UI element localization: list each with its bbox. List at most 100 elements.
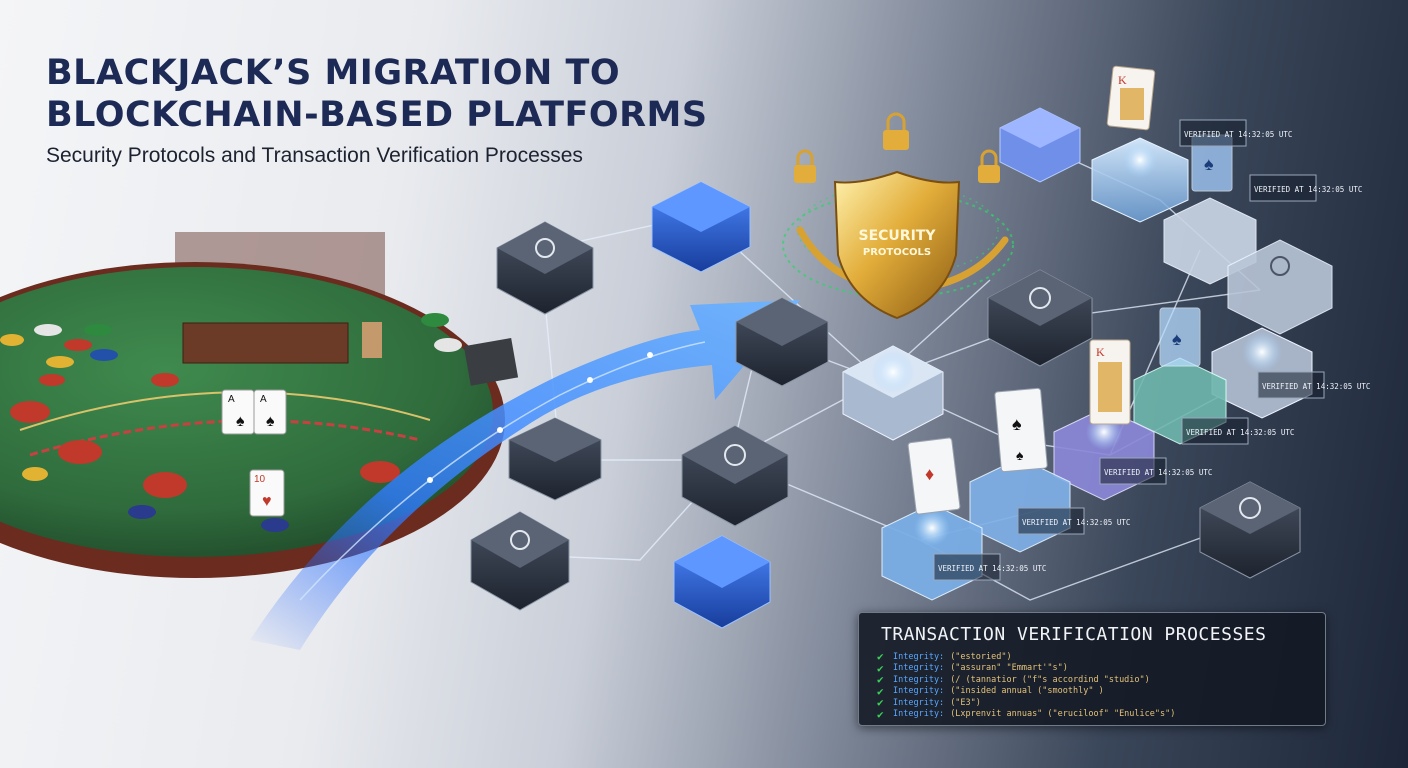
chain-card-rank: K bbox=[1118, 73, 1127, 87]
svg-text:♠: ♠ bbox=[1172, 329, 1182, 349]
padlock-icon bbox=[978, 149, 1000, 183]
chain-card-rank: K bbox=[1096, 345, 1105, 359]
verified-tag: VERIFIED AT 14:32:05 UTC bbox=[1249, 174, 1362, 202]
log-value: (/ (tannatior ("f"s accordind "studio") bbox=[950, 674, 1150, 685]
verified-tag-text: VERIFIED AT 14:32:05 UTC bbox=[1186, 428, 1294, 437]
log-key: Integrity: bbox=[893, 674, 945, 685]
table-card: A ♠ bbox=[221, 389, 255, 435]
verified-tag-text: VERIFIED AT 14:32:05 UTC bbox=[1254, 185, 1362, 194]
page-subtitle: Security Protocols and Transaction Verif… bbox=[46, 144, 583, 167]
blockchain-node-block bbox=[681, 425, 789, 527]
bet-spot bbox=[143, 472, 187, 498]
svg-text:♠: ♠ bbox=[1016, 447, 1024, 463]
padlock-icon bbox=[883, 112, 909, 150]
transaction-verification-panel: TRANSACTION VERIFICATION PROCESSES ✔ Int… bbox=[858, 612, 1326, 726]
verified-tag-text: VERIFIED AT 14:32:05 UTC bbox=[938, 564, 1046, 573]
page-title-line-2: BLOCKCHAIN-BASED PLATFORMS bbox=[46, 95, 708, 135]
verified-tag-text: VERIFIED AT 14:32:05 UTC bbox=[1262, 382, 1370, 391]
blockchain-node-block bbox=[508, 417, 602, 501]
blockchain-node-block bbox=[1199, 481, 1301, 579]
log-value: ("assuran" "Emmart'"s") bbox=[950, 663, 1068, 674]
chip-stack bbox=[0, 313, 462, 532]
blockchain-node-block bbox=[999, 107, 1081, 183]
checkmark-icon: ✔ bbox=[877, 707, 884, 721]
verified-tag-text: VERIFIED AT 14:32:05 UTC bbox=[1184, 130, 1292, 139]
blockchain-node-block bbox=[1091, 137, 1189, 223]
log-key: Integrity: bbox=[893, 697, 945, 708]
card-shoe bbox=[362, 322, 382, 358]
shield-label-line-1: SECURITY bbox=[859, 228, 937, 244]
blockchain-node-block bbox=[987, 269, 1093, 367]
verification-log: ✔ Integrity: ("estoried") ✔ Integrity: (… bbox=[877, 650, 1176, 721]
chain-card-king: K bbox=[1089, 339, 1131, 425]
verified-tag: VERIFIED AT 14:32:05 UTC bbox=[1179, 119, 1292, 147]
chip-tray bbox=[182, 322, 349, 364]
verified-tags: VERIFIED AT 14:32:05 UTC VERIFIED AT 14:… bbox=[933, 119, 1370, 581]
blockchain-node-block bbox=[470, 511, 570, 611]
svg-text:♠: ♠ bbox=[1012, 414, 1022, 434]
log-line: ✔ Integrity: ("assuran" "Emmart'"s") bbox=[877, 661, 1175, 675]
bet-spot bbox=[360, 461, 400, 483]
blockchain-node-block bbox=[735, 297, 829, 387]
verified-tag: VERIFIED AT 14:32:05 UTC bbox=[1257, 371, 1370, 399]
blockchain-node-block bbox=[673, 535, 771, 629]
verified-tag: VERIFIED AT 14:32:05 UTC bbox=[933, 553, 1046, 581]
svg-text:♠: ♠ bbox=[236, 413, 245, 430]
verified-tag: VERIFIED AT 14:32:05 UTC bbox=[1017, 507, 1130, 535]
blockchain-node-block bbox=[651, 181, 751, 273]
verified-tag: VERIFIED AT 14:32:05 UTC bbox=[1099, 457, 1212, 485]
log-key: Integrity: bbox=[893, 686, 945, 697]
chain-card-king: K bbox=[1106, 65, 1156, 131]
svg-text:♠: ♠ bbox=[1204, 154, 1214, 174]
table-card: A ♠ bbox=[253, 389, 287, 435]
chain-card: ♦ bbox=[907, 437, 961, 515]
verified-tag: VERIFIED AT 14:32:05 UTC bbox=[1181, 417, 1294, 445]
blockchain-node-block bbox=[1227, 239, 1333, 335]
chain-playing-cards: K ♠ ♠ K ♠ ♠ ♦ bbox=[907, 65, 1233, 515]
checkmark-icon: ✔ bbox=[877, 661, 884, 675]
log-line: ✔ Integrity: (/ (tannatior ("f"s accordi… bbox=[877, 673, 1175, 687]
log-key: Integrity: bbox=[893, 709, 945, 720]
log-value: ("E3") bbox=[950, 697, 981, 708]
log-key: Integrity: bbox=[893, 651, 945, 662]
svg-text:♥: ♥ bbox=[262, 493, 272, 510]
blockchain-node-block bbox=[881, 503, 983, 601]
log-value: (Lxprenvit annuas" ("eruciloof" "Enulice… bbox=[950, 709, 1176, 720]
table-card: 10 ♥ bbox=[249, 469, 285, 517]
panel-title: TRANSACTION VERIFICATION PROCESSES bbox=[881, 624, 1267, 645]
headline: BLACKJACK’S MIGRATION TO BLOCKCHAIN-BASE… bbox=[46, 52, 806, 168]
shield-label-line-2: PROTOCOLS bbox=[863, 247, 931, 258]
blockchain-node-block bbox=[496, 221, 594, 315]
svg-text:♠: ♠ bbox=[266, 413, 275, 430]
blockchain-node-block bbox=[842, 345, 944, 441]
log-line: ✔ Integrity: ("estoried") bbox=[877, 650, 1175, 664]
verified-tag-text: VERIFIED AT 14:32:05 UTC bbox=[1104, 468, 1212, 477]
table-card-rank: A bbox=[228, 394, 235, 405]
blackjack-table: A ♠ A ♠ 10 ♥ bbox=[0, 232, 519, 578]
log-line: ✔ Integrity: ("E3") bbox=[877, 696, 1175, 710]
padlock-icon bbox=[794, 149, 816, 183]
bet-spot bbox=[10, 401, 50, 423]
checkmark-icon: ✔ bbox=[877, 650, 884, 664]
log-line: ✔ Integrity: ("insided annual ("smoothly… bbox=[877, 684, 1175, 698]
checkmark-icon: ✔ bbox=[877, 684, 884, 698]
verified-tag-text: VERIFIED AT 14:32:05 UTC bbox=[1022, 518, 1130, 527]
bet-spot bbox=[58, 440, 102, 464]
table-card-rank: A bbox=[260, 394, 267, 405]
table-card-rank: 10 bbox=[254, 474, 266, 485]
discard-tray bbox=[463, 337, 519, 386]
svg-text:♦: ♦ bbox=[925, 464, 934, 484]
security-shield: SECURITY PROTOCOLS bbox=[782, 112, 1014, 320]
chain-card: ♠ bbox=[1159, 307, 1201, 367]
log-line: ✔ Integrity: (Lxprenvit annuas" ("erucil… bbox=[877, 707, 1176, 721]
log-value: ("insided annual ("smoothly" ) bbox=[950, 686, 1104, 697]
blockchain-blocks bbox=[470, 107, 1333, 629]
log-key: Integrity: bbox=[893, 663, 945, 674]
log-value: ("estoried") bbox=[950, 651, 1012, 662]
page-title-line-1: BLACKJACK’S MIGRATION TO bbox=[46, 53, 621, 93]
chain-card: ♠ ♠ bbox=[994, 387, 1048, 473]
checkmark-icon: ✔ bbox=[877, 696, 884, 710]
checkmark-icon: ✔ bbox=[877, 673, 884, 687]
